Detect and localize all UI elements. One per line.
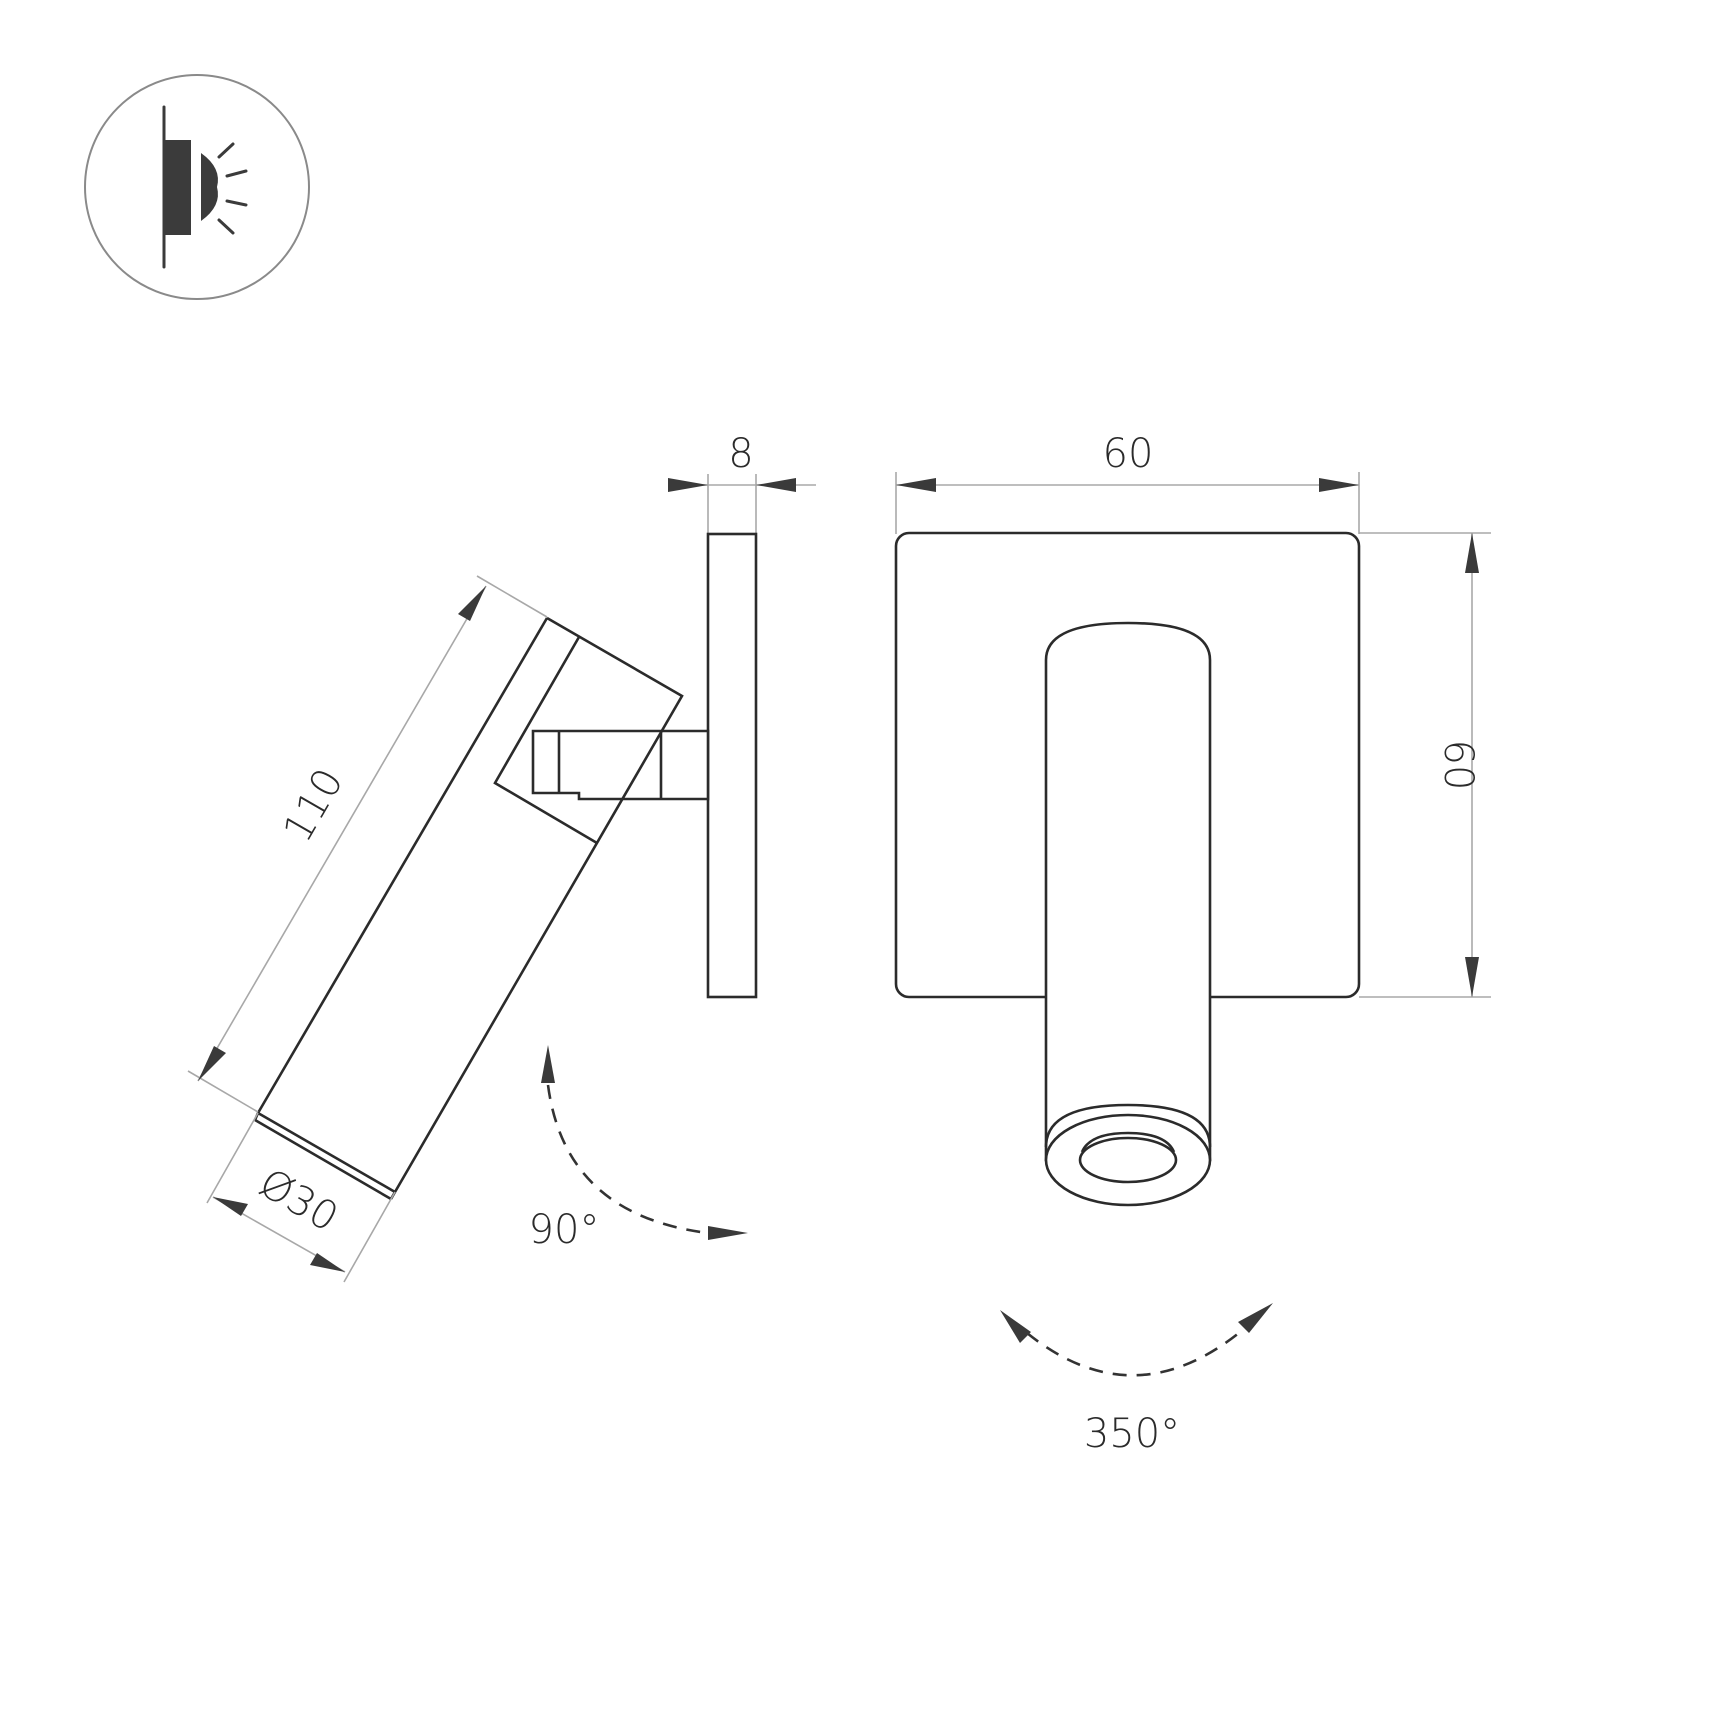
lens-dome-icon xyxy=(201,153,218,221)
length-dimension: 110 xyxy=(187,575,548,1113)
height-dimension: 60 xyxy=(1359,532,1491,998)
width-label: 60 xyxy=(1103,431,1154,477)
front-view: 60 60 350° xyxy=(894,431,1491,1457)
arrow-right-icon xyxy=(310,1253,345,1272)
plate-thickness-label: 8 xyxy=(728,431,753,477)
arrow-left-icon xyxy=(213,1197,248,1216)
side-view: 8 110 xyxy=(187,431,816,1283)
arrow-up-left-icon xyxy=(1000,1310,1031,1343)
diameter-label: Ø30 xyxy=(251,1160,345,1241)
rotation-angle-label: 350° xyxy=(1084,1411,1180,1457)
arrow-left-icon xyxy=(896,478,936,492)
arrow-down-icon xyxy=(198,1046,226,1081)
light-rays-icon xyxy=(217,142,248,235)
wall-light-icon xyxy=(84,74,310,300)
spot-cylinder-front xyxy=(1044,621,1212,1207)
swivel-arm xyxy=(531,729,710,801)
rotation-angle-indicator: 350° xyxy=(1000,1303,1273,1457)
arrow-right-icon xyxy=(668,478,708,492)
tilted-spot-tube xyxy=(253,616,684,1201)
arrow-right-icon xyxy=(708,1226,748,1240)
tilt-angle-label: 90° xyxy=(529,1207,600,1253)
tilt-angle-indicator: 90° xyxy=(529,1045,748,1253)
wall-plate-side xyxy=(706,532,758,999)
plate-thickness-dimension: 8 xyxy=(668,431,816,534)
arrow-up-icon xyxy=(458,586,486,621)
height-label: 60 xyxy=(1435,740,1481,791)
fixture-body-icon xyxy=(164,140,191,235)
arrow-left-icon xyxy=(756,478,796,492)
width-dimension: 60 xyxy=(895,431,1360,534)
arrow-up-icon xyxy=(1465,533,1479,573)
arrow-up-right-icon xyxy=(1238,1303,1273,1333)
lens-ring-outer xyxy=(1044,1113,1212,1207)
lens-ring-inner xyxy=(1078,1136,1178,1184)
arrow-down-icon xyxy=(1465,957,1479,997)
arrow-right-icon xyxy=(1319,478,1359,492)
icon-circle xyxy=(84,74,310,300)
arrow-up-icon xyxy=(541,1045,555,1083)
